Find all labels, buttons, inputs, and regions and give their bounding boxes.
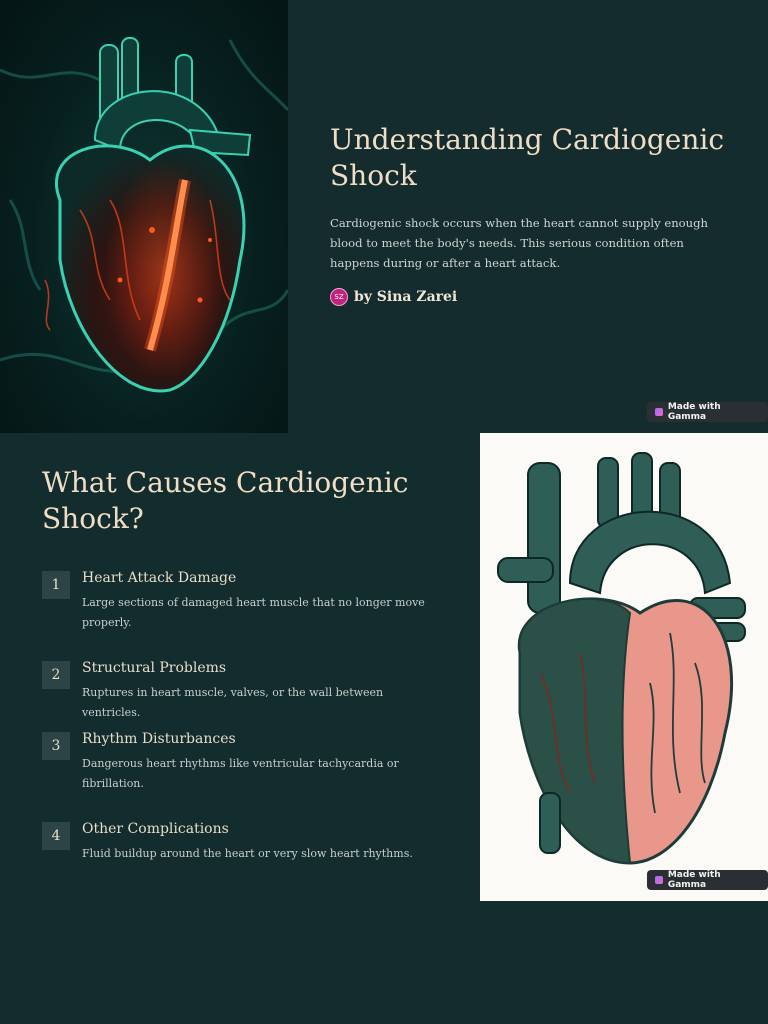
item-description: Large sections of damaged heart muscle t… (82, 596, 425, 629)
item-title: Structural Problems (82, 660, 227, 676)
item-number: 1 (42, 571, 70, 599)
made-with-gamma-badge[interactable]: Made with Gamma (647, 870, 768, 890)
item-title: Heart Attack Damage (82, 570, 237, 586)
anatomical-heart-image (480, 433, 768, 901)
made-with-gamma-badge[interactable]: Made with Gamma (647, 402, 768, 422)
causes-slide: What Causes Cardiogenic Shock? 1 Heart A… (0, 433, 768, 1024)
badge-label: Made with Gamma (667, 870, 721, 890)
author-byline[interactable]: SZ by Sina Zarei (330, 286, 457, 308)
title-slide: Understanding Cardiogenic Shock Cardioge… (0, 0, 768, 433)
badge-label: Made with Gamma (667, 402, 721, 422)
item-description: Fluid buildup around the heart or very s… (82, 847, 413, 860)
glowing-heart-image (0, 0, 288, 433)
gamma-logo-icon (655, 876, 663, 884)
intro-paragraph: Cardiogenic shock occurs when the heart … (330, 216, 709, 270)
item-description: Ruptures in heart muscle, valves, or the… (82, 686, 384, 719)
item-number: 3 (42, 732, 70, 760)
item-number: 2 (42, 661, 70, 689)
item-title: Rhythm Disturbances (82, 731, 236, 747)
avatar: SZ (330, 288, 348, 306)
item-number: 4 (42, 822, 70, 850)
section-title: What Causes Cardiogenic Shock? (42, 466, 409, 535)
author-name: by Sina Zarei (354, 289, 458, 305)
gamma-logo-icon (655, 408, 663, 416)
item-description: Dangerous heart rhythms like ventricular… (82, 757, 399, 790)
page-title: Understanding Cardiogenic Shock (330, 123, 724, 192)
item-title: Other Complications (82, 821, 229, 837)
